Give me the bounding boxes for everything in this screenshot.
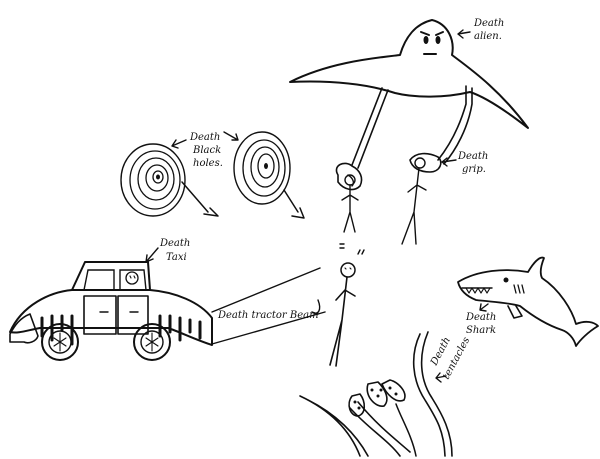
tractor-beam-arrow xyxy=(311,299,321,315)
black-hole-left xyxy=(120,143,219,217)
taxi-passenger-face xyxy=(129,275,136,279)
alien-brows xyxy=(420,31,444,36)
death-shark: Death Shark xyxy=(457,256,599,347)
taxi-body-lower xyxy=(9,313,39,344)
black-holes-label-1: Death xyxy=(189,132,220,143)
victim-right-head xyxy=(414,157,426,169)
tractor-beam-cone xyxy=(211,267,326,345)
shark-label-2: Shark xyxy=(466,325,496,336)
tentacle-long-right xyxy=(412,331,453,457)
shark-label-1: Death xyxy=(465,312,496,323)
death-black-holes: Death Black holes. xyxy=(120,131,305,219)
alien-eye-left xyxy=(423,36,429,44)
taxi-label-2: Taxi xyxy=(166,252,187,263)
alien-hand-left-finger xyxy=(347,174,355,187)
shark-body xyxy=(457,256,599,347)
death-tractor-beam: Death tractor Beam xyxy=(211,243,365,367)
death-taxi: Death Taxi xyxy=(9,238,213,361)
shark-fin xyxy=(507,305,523,319)
taxi-arrow xyxy=(145,247,159,263)
victim-right-body xyxy=(401,167,427,245)
black-holes-label-2: Black xyxy=(192,145,221,156)
shark-teeth xyxy=(465,287,491,294)
tentacle-left xyxy=(299,395,369,457)
grip-label-2: grip. xyxy=(462,164,486,175)
beam-figure-eyes xyxy=(344,267,352,270)
black-holes-label-3: holes. xyxy=(193,158,223,169)
shark-eye xyxy=(503,277,509,283)
alien-hand-left xyxy=(335,162,363,191)
alien-label-2: alien. xyxy=(474,31,502,42)
alien-body xyxy=(289,19,529,129)
beam-figure-alarm xyxy=(339,243,365,255)
shark-gills xyxy=(513,284,525,294)
alien-arm-right xyxy=(437,85,473,165)
tentacle-middle xyxy=(349,401,411,457)
death-tentacles: Death tentacles xyxy=(299,331,472,457)
taxi-window-front xyxy=(83,269,115,291)
shark-arrow xyxy=(479,303,489,312)
black-hole-right xyxy=(233,131,305,219)
death-alien: Death alien. Death grip. xyxy=(289,18,529,245)
alien-eye-right xyxy=(435,36,441,44)
tentacles-arrow xyxy=(435,372,447,383)
tentacle-head-1 xyxy=(348,393,366,417)
tentacle-head-2 xyxy=(366,381,388,407)
beam-figure-head xyxy=(340,262,356,278)
beam-figure-body xyxy=(329,276,356,367)
taxi-doors xyxy=(83,295,149,335)
black-holes-arrow-right xyxy=(223,131,239,141)
taxi-wheel-rear xyxy=(133,323,171,361)
taxi-passenger xyxy=(125,271,139,285)
tentacle-head-3 xyxy=(381,379,406,402)
alien-arrow xyxy=(457,29,471,39)
grip-arrow xyxy=(441,157,457,167)
grip-label-1: Death xyxy=(457,151,488,162)
victim-left-body xyxy=(341,184,359,233)
taxi-drips xyxy=(40,314,202,346)
tractor-beam-label: Death tractor Beam xyxy=(217,310,319,321)
alien-hand-right xyxy=(409,152,442,173)
taxi-wheel-front xyxy=(41,323,79,361)
tentacle-lower-right xyxy=(395,403,417,457)
taxi-label-1: Death xyxy=(159,238,190,249)
black-holes-arrow-left xyxy=(171,139,187,149)
alien-label-1: Death xyxy=(473,18,504,29)
alien-arm-left xyxy=(351,87,389,169)
taxi-body-top xyxy=(9,289,213,346)
